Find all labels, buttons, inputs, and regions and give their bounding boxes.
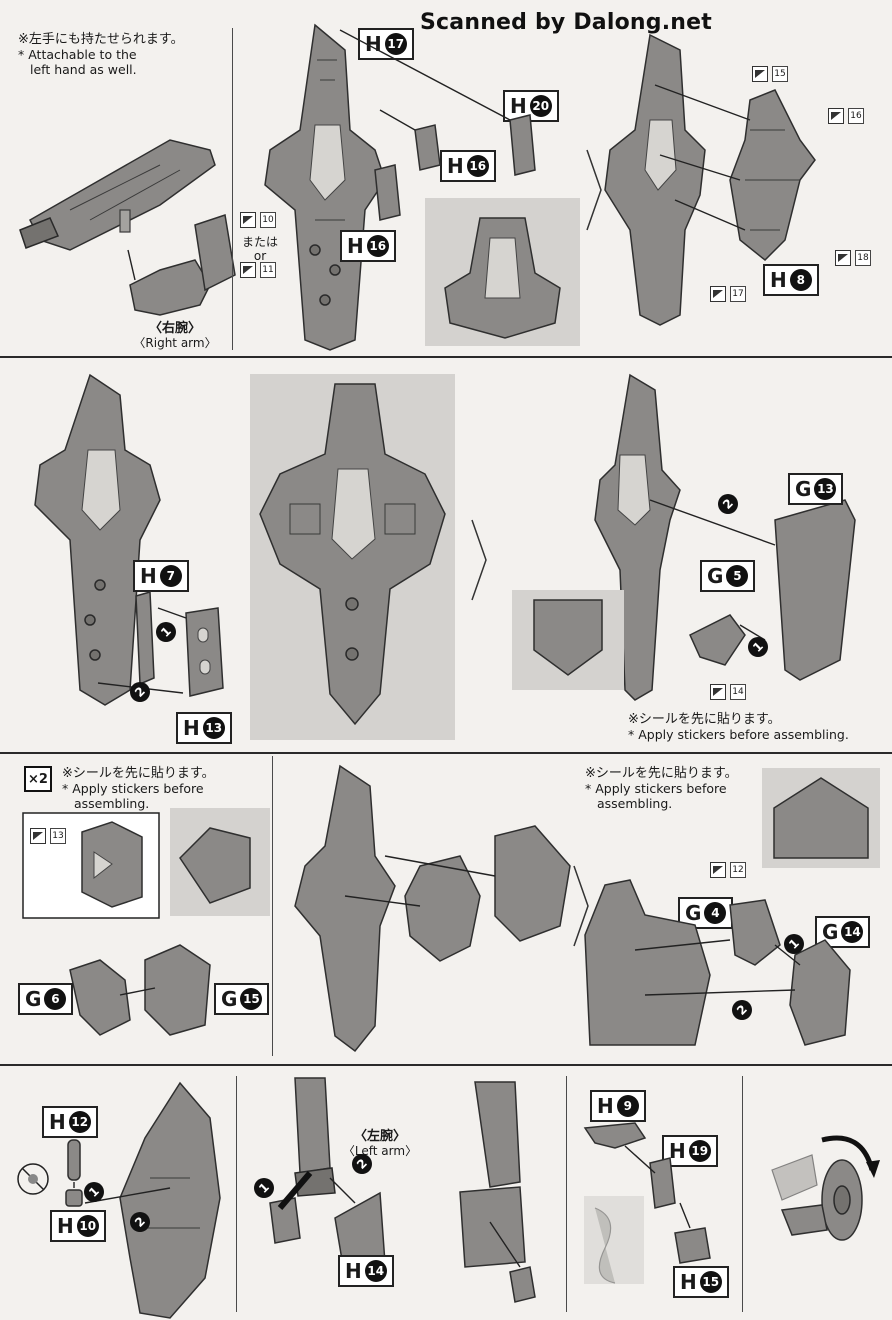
peg-h12-h10 [65,1139,83,1207]
chevron-divider [586,149,602,231]
section-divider [0,752,892,754]
sticker-icon [828,108,844,124]
apply-stickers-note-left: ※シールを先に貼ります。 * Apply stickers before ass… [62,766,215,811]
divider [272,756,273,1056]
sticker-16: 16 [828,108,864,124]
no-cut-icon [17,1163,49,1195]
section-divider [0,1064,892,1066]
small-parts-h16-h20 [339,29,536,221]
divider [566,1076,567,1312]
left-arm-assembly [269,1077,386,1280]
sticker-15: 15 [752,66,788,82]
g14-detail-view [773,777,869,859]
apply-stickers-note: ※シールを先に貼ります。 * Apply stickers before ass… [628,712,849,742]
sticker-17: 17 [710,286,746,302]
shield-peg-insert [84,1081,221,1319]
rotating-mount-illustration [771,1135,880,1241]
sticker-13: 13 [30,828,66,844]
sticker-10: 10 [240,212,276,228]
sticker-icon [835,250,851,266]
shield-side-armor-assembly [294,764,571,1053]
chevron-divider [471,519,487,601]
divider [742,1076,743,1312]
shield-with-h8-frame [604,33,816,326]
sticker-11: 11 [240,262,276,278]
rifle-and-right-arm-illustration [19,139,236,316]
shield-with-g4-g14 [584,879,851,1046]
sticker-icon [752,66,768,82]
parts-g6-g15 [69,944,211,1036]
apply-stickers-note-right: ※シールを先に貼ります。 * Apply stickers before ass… [585,766,738,811]
shaded-inset-h19 [584,1196,644,1284]
bracket-parts-h7-h13 [97,591,224,697]
shield-top-view [444,217,561,339]
g6-detail-view [179,827,251,904]
sticker-18: 18 [835,250,871,266]
divider [232,28,233,350]
right-arm-caption: 〈右腕〉 〈Right arm〉 [133,321,217,351]
left-hand-note: ※左手にも持たせられます。 * Attachable to the left h… [18,32,184,77]
sticker-14: 14 [710,684,746,700]
left-arm-completed [459,1081,536,1303]
quantity-x2-badge: ×2 [24,766,52,792]
scanner-watermark: Scanned by Dalong.net [420,10,712,35]
g5-detail-view [533,599,603,676]
sticker-icon [240,262,256,278]
sticker-icon [710,862,726,878]
sticker-icon [30,828,46,844]
section-divider [0,356,892,358]
sticker-icon [710,684,726,700]
part-g5 [689,614,766,666]
shield-back-h7 [34,373,161,706]
chevron-divider [573,865,589,947]
shield-back-g13 [594,373,856,701]
divider [236,1076,237,1312]
sticker-12: 12 [710,862,746,878]
sticker-icon [240,212,256,228]
completed-shield-back [259,383,446,726]
shield-assembly-h17 [264,23,386,351]
sticker-icon [710,286,726,302]
